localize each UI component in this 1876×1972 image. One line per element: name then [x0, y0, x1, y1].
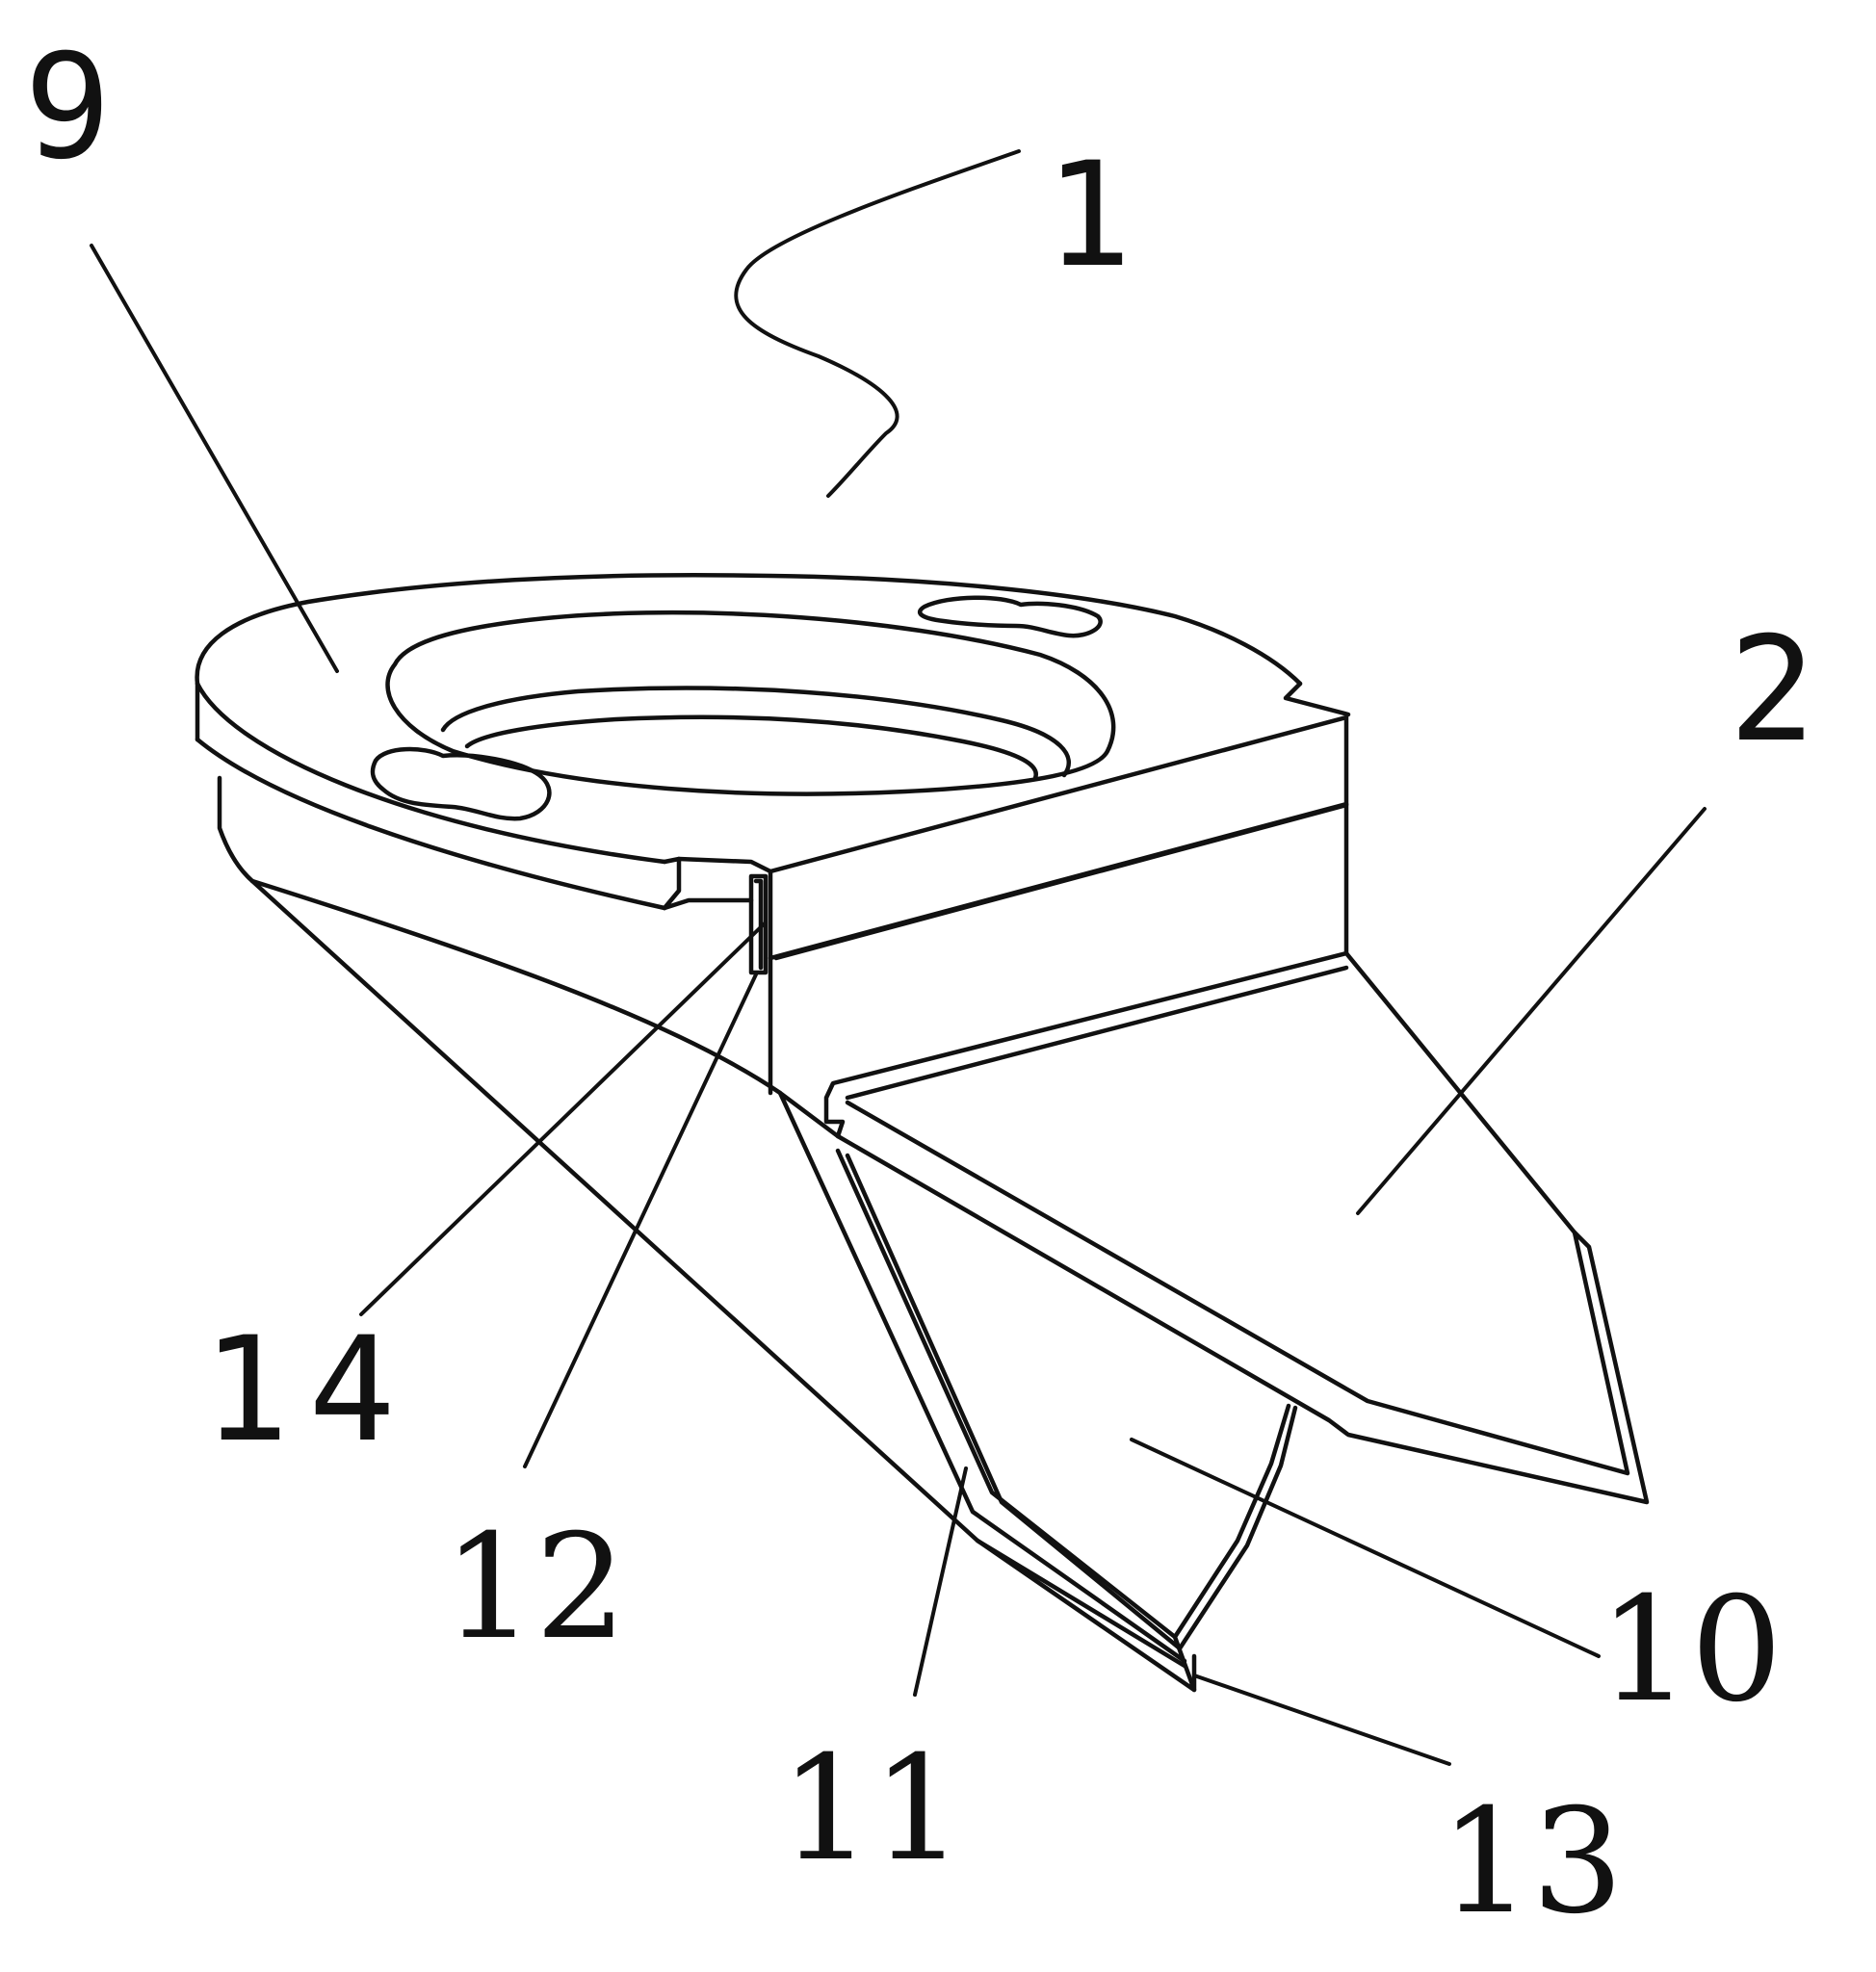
leader-10 — [1130, 1438, 1601, 1658]
label-11: 11 — [780, 1726, 964, 1893]
leader-11 — [913, 1466, 968, 1697]
label-10: 10 — [1599, 1567, 1783, 1734]
flange-ring-part-9 — [195, 572, 1351, 911]
upper-box — [768, 714, 1349, 1096]
leader-lines — [90, 149, 1707, 1766]
cutter-part-10 — [835, 1148, 1298, 1693]
label-2: 2 — [1729, 607, 1815, 774]
label-9: 9 — [24, 24, 111, 192]
label-12: 12 — [443, 1504, 627, 1672]
lower-body — [249, 878, 1197, 1693]
leader-12 — [523, 973, 758, 1468]
labels: 9 1 2 14 12 10 11 13 — [24, 24, 1815, 1946]
slot-12-14 — [748, 873, 769, 975]
leader-2 — [1356, 807, 1707, 1215]
leader-9 — [90, 244, 339, 673]
blade-part-2 — [823, 950, 1650, 1505]
leader-14 — [359, 921, 768, 1316]
label-1: 1 — [1045, 132, 1132, 299]
leader-13 — [1192, 1674, 1451, 1766]
label-13: 13 — [1440, 1778, 1624, 1946]
leader-1 — [734, 149, 1021, 498]
label-14: 14 — [202, 1307, 415, 1474]
